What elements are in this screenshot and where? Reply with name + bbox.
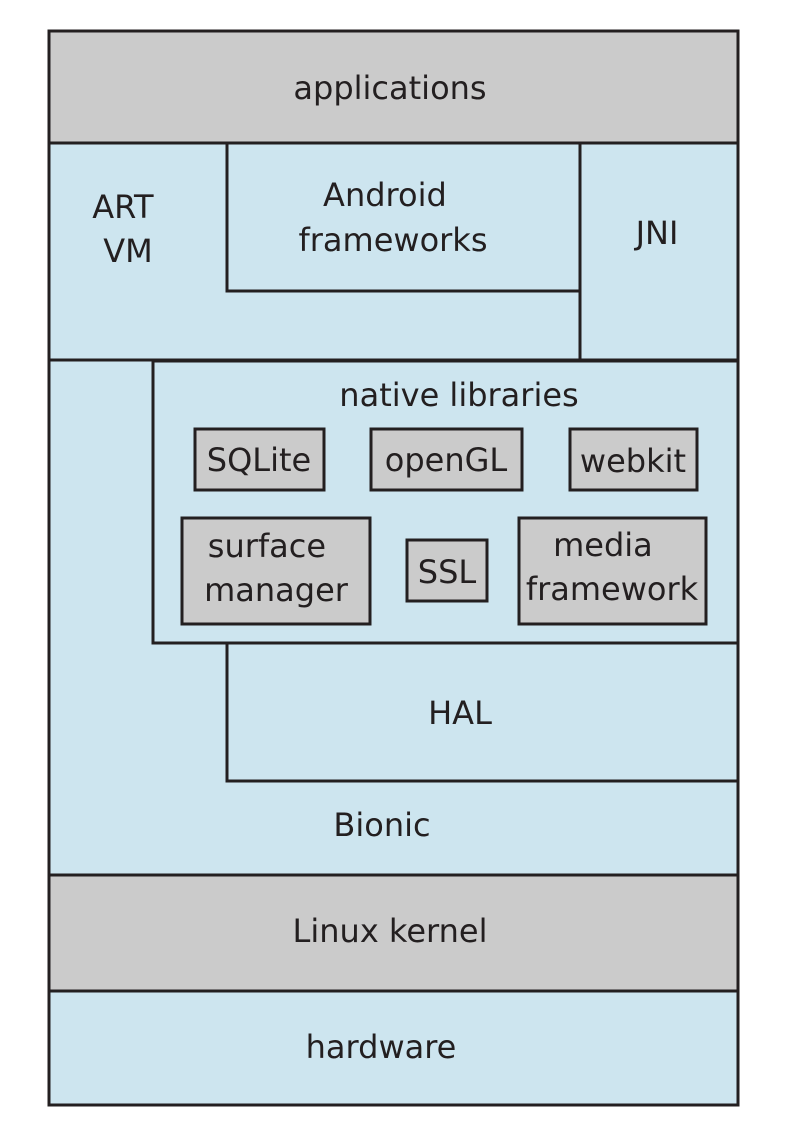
webkit-box xyxy=(568,427,699,492)
bionic-label: Bionic xyxy=(333,806,430,844)
android-frameworks-line-1: Android xyxy=(323,176,447,214)
media-framework-line-2: framework xyxy=(526,570,699,608)
hal-box xyxy=(225,641,740,783)
android-frameworks-label: Android frameworks xyxy=(299,176,488,259)
media-framework-label: media framework xyxy=(526,526,699,608)
opengl-box xyxy=(369,427,524,492)
opengl-label: openGL xyxy=(385,441,508,479)
surface-manager-box xyxy=(180,516,372,626)
surface-manager-line-2: manager xyxy=(204,571,349,609)
media-framework-line-1: media xyxy=(553,526,653,564)
jni-label: JNI xyxy=(634,214,679,252)
ssl-box xyxy=(405,538,489,603)
native-libraries-label: native libraries xyxy=(339,376,578,414)
sqlite-label: SQLite xyxy=(207,441,311,479)
android-frameworks-line-2: frameworks xyxy=(299,221,488,259)
linux-kernel-label: Linux kernel xyxy=(293,912,488,950)
hal-label: HAL xyxy=(428,694,492,732)
applications-box xyxy=(47,29,740,145)
hardware-label: hardware xyxy=(306,1028,457,1066)
linux-kernel-box xyxy=(47,873,740,993)
surface-manager-label: surface manager xyxy=(204,527,349,609)
media-framework-box xyxy=(517,516,708,626)
sqlite-box xyxy=(193,427,326,492)
android-frameworks-box xyxy=(225,141,582,293)
art-vm-line-2: VM xyxy=(103,232,153,270)
webkit-label: webkit xyxy=(580,442,686,480)
applications-label: applications xyxy=(293,69,486,107)
ssl-label: SSL xyxy=(418,553,477,591)
surface-manager-line-1: surface xyxy=(208,527,326,565)
hardware-box xyxy=(47,989,740,1107)
jni-box xyxy=(578,141,740,362)
art-vm-line-1: ART xyxy=(92,188,154,226)
art-vm-label: ART VM xyxy=(92,188,164,270)
